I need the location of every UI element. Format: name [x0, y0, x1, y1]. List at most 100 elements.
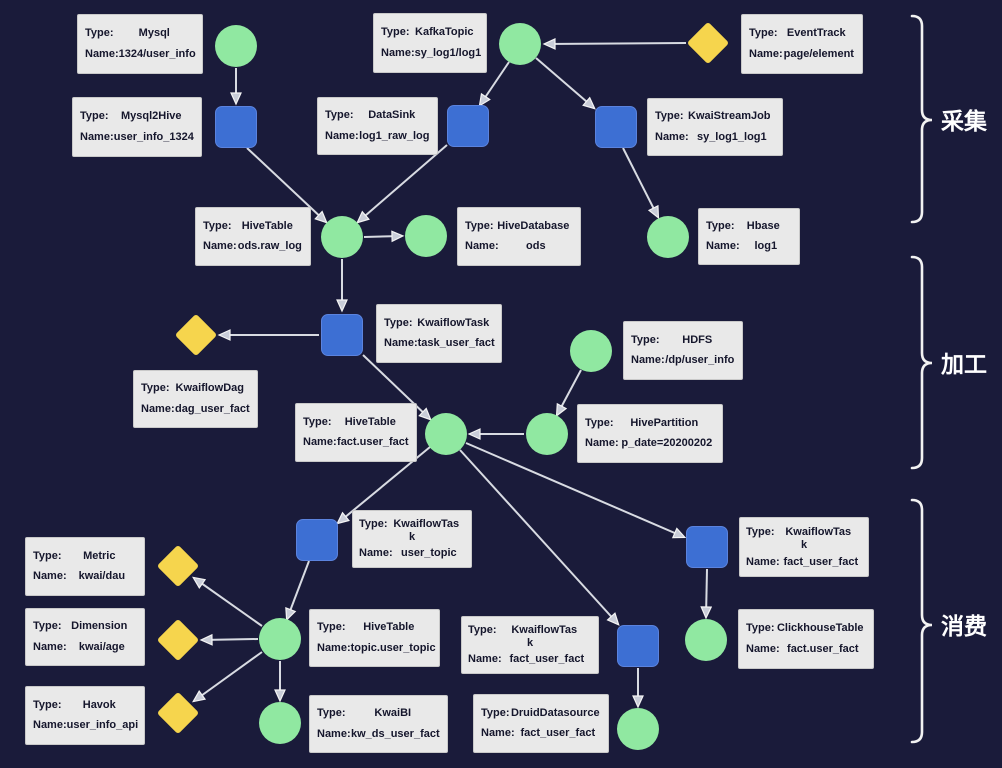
node-kwaiflowdag[interactable] [174, 313, 218, 357]
edge [700, 568, 713, 620]
edge [542, 37, 687, 50]
node-druid-datasource[interactable] [617, 708, 659, 750]
name-row: Name:kwai/age [33, 641, 137, 654]
name-row: Name:topic.user_topic [317, 642, 436, 655]
label-kwaibi-kw-ds-user-fact: Type:KwaiBI Name:kw_ds_user_fact [309, 695, 448, 753]
node-kwaiflowtask-user-topic[interactable] [296, 519, 338, 561]
type-value: KwaiflowTas [393, 518, 460, 530]
name-prefix: Name: [80, 131, 114, 143]
name-row: Name:1324/user_info [85, 48, 196, 61]
node-eventtrack[interactable] [686, 21, 730, 65]
type-row: Type:ClickhouseTable [746, 622, 866, 635]
type-prefix: Type: [746, 622, 775, 634]
node-metric[interactable] [156, 544, 200, 588]
type-value: HiveTable [363, 621, 415, 634]
name-row: Name:page/element [749, 48, 855, 61]
type-prefix: Type: [317, 621, 346, 634]
node-kwaistreamjob-task[interactable] [595, 106, 637, 148]
type-value: KwaiflowTas [511, 624, 578, 636]
type-value: KwaiflowTask [417, 316, 490, 329]
name-row: Name:sy_log1/log1 [381, 47, 481, 60]
label-eventtrack: Type: EventTrack Name:page/element [741, 14, 863, 74]
type-prefix: Type: [468, 624, 497, 636]
node-hivetable-fact-user-fact[interactable] [425, 413, 467, 455]
name-row: Name:p_date=20200202 [585, 437, 715, 450]
name-prefix: Name: [359, 547, 393, 559]
brace-section-2 [910, 255, 933, 470]
name-row: Name:fact_user_fact [746, 556, 862, 569]
node-kwaibi[interactable] [259, 702, 301, 744]
node-kwaiflowtask-task-user-fact[interactable] [321, 314, 363, 356]
edge [356, 144, 448, 224]
type-prefix: Type: [746, 525, 775, 538]
name-prefix: Name: [381, 47, 415, 59]
node-hdfs[interactable] [570, 330, 612, 372]
name-row: Name:ods [465, 240, 573, 253]
node-datasink-task[interactable] [447, 105, 489, 147]
type-prefix: Type: [80, 110, 109, 122]
node-kwaiflowtask-fact-user-fact-clickhouse[interactable] [686, 526, 728, 568]
type-prefix: Type: [384, 316, 413, 329]
type-value-cont: k [526, 637, 534, 649]
type-prefix: Type: [381, 26, 410, 38]
node-hivetable-ods-raw-log[interactable] [321, 216, 363, 258]
type-value: KwaiBI [374, 707, 412, 720]
node-hivepartition[interactable] [526, 413, 568, 455]
type-row: Type: Hbase [706, 220, 792, 233]
name-value: dag_user_fact [175, 402, 250, 415]
type-prefix: Type: [303, 415, 332, 428]
label-hdfs-dp-user-info: Type:HDFS Name:/dp/user_info [623, 321, 743, 380]
type-prefix: Type: [706, 220, 735, 232]
type-prefix: Type: [203, 219, 232, 232]
type-prefix: Type: [317, 707, 346, 720]
type-prefix: Type: [33, 620, 62, 633]
type-row: Type:Metric [33, 550, 137, 563]
type-value-cont: k [408, 531, 416, 543]
name-row: Name:log1_raw_log [325, 130, 430, 143]
node-mysql[interactable] [215, 25, 257, 67]
node-kafka-topic[interactable] [499, 23, 541, 65]
section-label-process: 加工 [940, 351, 987, 377]
node-hivetable-topic-user-topic[interactable] [259, 618, 301, 660]
node-clickhouse-table[interactable] [685, 619, 727, 661]
type-row: Type:Mysql [85, 27, 195, 40]
node-kwaiflowtask-fact-user-fact-druid[interactable] [617, 625, 659, 667]
name-value: fact_user_fact [783, 555, 859, 568]
name-prefix: Name: [33, 640, 67, 653]
edge [199, 633, 259, 646]
edge [191, 576, 263, 627]
type-row: Type:KwaiflowTas [746, 526, 862, 539]
node-hivedatabase-ods[interactable] [405, 215, 447, 257]
name-prefix: Name: [33, 719, 67, 732]
name-row: Name:ods.raw_log [203, 240, 303, 253]
label-mysql2hive: Type:Mysql2Hive Name:user_info_1324 [72, 97, 202, 157]
type-value: KafkaTopic [415, 26, 474, 38]
type-value: Hbase [746, 220, 780, 232]
type-value: EventTrack [786, 27, 846, 39]
name-prefix: Name: [746, 643, 780, 655]
type-row: Type:HiveDatabase [465, 220, 573, 233]
type-prefix: Type: [749, 27, 778, 39]
type-row: Type:KwaiflowTas [359, 518, 465, 531]
type-row: Type: HiveTable [317, 621, 432, 634]
type-value: HiveTable [241, 219, 293, 232]
type-value: Mysql [138, 27, 170, 39]
node-havok[interactable] [156, 691, 200, 735]
label-havok-user-info-api: Type:Havok Name:user_info_api [25, 686, 145, 745]
type-row: Type: HiveTable [203, 220, 303, 233]
name-value: topic.user_topic [350, 641, 436, 654]
name-value: 1324/user_info [118, 48, 196, 60]
node-dimension[interactable] [156, 618, 200, 662]
name-value: fact.user_fact [787, 643, 859, 655]
name-prefix: Name: [325, 129, 359, 142]
type-row: Type: KwaiflowTask [384, 317, 494, 330]
name-prefix: Name: [706, 240, 740, 252]
name-row: Name:user_info_1324 [80, 131, 194, 144]
name-prefix: Name: [384, 337, 418, 350]
type-row: Type: KwaiflowTas [468, 624, 592, 637]
type-row: Type: EventTrack [749, 27, 855, 40]
name-value: user_info_api [66, 719, 139, 732]
node-hbase-log1[interactable] [647, 216, 689, 258]
type-value: DataSink [368, 109, 416, 122]
node-mysql2hive-task[interactable] [215, 106, 257, 148]
